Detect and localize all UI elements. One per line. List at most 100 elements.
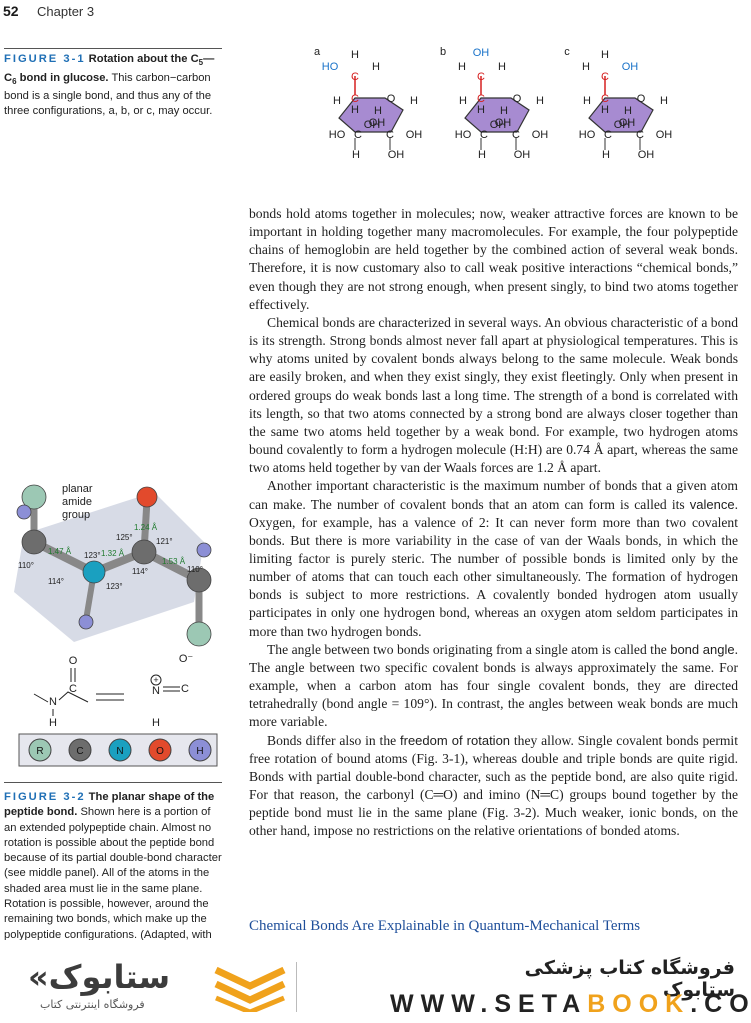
ring-atom-7: OH	[656, 129, 673, 141]
panel-letter: c	[564, 46, 570, 58]
setabook-logo-subtitle: فروشگاه اینترنتی کتاب	[40, 998, 145, 1011]
ring-atom-6: C	[636, 129, 644, 141]
c6-substituent-0: H	[582, 61, 590, 73]
r-group-atom	[186, 621, 212, 647]
bond-angle-label: 114°	[132, 567, 148, 576]
legend-atom-R	[28, 738, 52, 762]
ring-atom-11: H	[624, 105, 632, 117]
pyranose-ring	[338, 97, 404, 133]
figure-3-2-title: The planar shape of the peptide bond.	[4, 791, 215, 819]
hydrogen-atom	[196, 542, 212, 558]
ring-atom-5: C	[354, 129, 362, 141]
figure-3-2-caption: FIGURE 3-2 The planar shape of the pepti…	[4, 790, 222, 943]
planar-amide-group-label: group	[62, 509, 90, 521]
ring-atom-9: OH	[369, 117, 386, 129]
ring-atom-3: H	[660, 95, 668, 107]
nitrogen-atom	[82, 560, 106, 584]
legend-label-R: R	[36, 746, 43, 757]
setabook-chevron-icon	[214, 966, 286, 1012]
panel-letter: b	[440, 46, 446, 58]
ring-atom-6: C	[386, 129, 394, 141]
c6-substituent-2: H	[372, 61, 380, 73]
footer-divider	[296, 962, 297, 1012]
setabook-logo-text: «ستابوک	[28, 958, 171, 996]
bond-length-label: 1.47 Å	[48, 547, 72, 556]
c5-atom: C	[351, 93, 359, 105]
ring-oxygen: O	[387, 93, 396, 105]
bond-angle-label: 125°	[116, 533, 133, 542]
bond-length-label: 1.53 Å	[162, 557, 186, 566]
ring-atom-5: C	[604, 129, 612, 141]
ring-atom-7: OH	[532, 129, 549, 141]
figure-3-1-rule	[4, 48, 222, 49]
c6-substituent-2: H	[498, 61, 506, 73]
chapter-title: Chapter 3	[37, 4, 95, 19]
ring-atom-3: H	[410, 95, 418, 107]
planar-amide-group-label: amide	[62, 496, 92, 508]
ring-oxygen: O	[513, 93, 522, 105]
resonance-hydrogen: H	[49, 717, 57, 729]
ring-atom-0: H	[459, 95, 467, 107]
figure-3-2-label: FIGURE 3-2	[4, 791, 86, 803]
paragraph-4: The angle between two bonds originating …	[249, 641, 738, 730]
ring-atom-8: H	[352, 149, 360, 161]
bond-angle-label: 121°	[156, 537, 173, 546]
section-heading: Chemical Bonds Are Explainable in Quantu…	[249, 918, 641, 934]
figure-3-1-label: FIGURE 3-1	[4, 53, 86, 65]
ring-atom-3: H	[536, 95, 544, 107]
c6-substituent-1: H	[601, 49, 609, 61]
ring-atom-11: H	[374, 105, 382, 117]
c6-substituent-0: HO	[322, 61, 339, 73]
resonance-hydrogen: H	[152, 717, 160, 729]
resonance-carbon: C	[69, 683, 77, 695]
pyranose-ring	[588, 97, 654, 133]
bond	[33, 693, 49, 703]
ring-atom-11: H	[500, 105, 508, 117]
bond-angle-label: 114°	[48, 577, 64, 586]
c6-substituent-1: OH	[473, 47, 490, 59]
bond-angle-label: 123°	[106, 582, 123, 591]
figure-3-2-text: Shown here is a portion of an extended p…	[4, 806, 222, 941]
resonance-carbon: C	[181, 683, 189, 695]
resonance-nitrogen: N	[49, 696, 57, 708]
page-number: 52	[3, 3, 19, 19]
paragraph-2: Chemical bonds are characterized in seve…	[249, 314, 738, 476]
bond-length-label: 1.32 Å	[101, 549, 125, 558]
legend-atom-C	[68, 738, 92, 762]
ring-atom-7: OH	[406, 129, 423, 141]
ring-atom-2: OH	[364, 119, 381, 131]
resonance-oxygen: O	[69, 655, 78, 667]
bond-angle-label: 110°	[187, 565, 203, 574]
store-url: WWW.SETABOOK.COM	[390, 990, 751, 1018]
figure-3-1-text: This carbon−carbon bond is a single bond…	[4, 71, 213, 118]
resonance-oxide: O⁻	[179, 653, 194, 665]
legend-label-C: C	[76, 746, 83, 757]
c6-substituent-2: OH	[622, 61, 639, 73]
ring-atom-0: H	[333, 95, 341, 107]
alpha-carbon-atom	[186, 567, 212, 593]
bond-angle-label: 110°	[18, 561, 34, 570]
figure-3-1-caption: FIGURE 3-1 Rotation about the C5—C6 bond…	[4, 52, 222, 120]
body-text: bonds hold atoms together in molecules; …	[249, 205, 738, 840]
ring-atom-10: OH	[638, 149, 655, 161]
bond-angle-label: 123°	[84, 551, 101, 560]
bond	[58, 691, 89, 703]
alpha-carbon-atom	[21, 529, 47, 555]
page-header: 52 Chapter 3	[0, 0, 751, 22]
legend-label-N: N	[116, 746, 123, 757]
term-freedom-of-rotation: freedom of rotation	[400, 732, 511, 748]
term-valence: valence	[689, 496, 735, 512]
legend-atom-O	[148, 738, 172, 762]
ring-atom-1: H	[351, 104, 359, 116]
hydrogen-atom	[16, 504, 32, 520]
plus-charge	[150, 674, 162, 686]
bond-length-label: 1.24 Å	[134, 523, 158, 532]
c6-substituent-1: H	[351, 49, 359, 61]
ring-atom-1: H	[601, 104, 609, 116]
ring-atom-5: C	[480, 129, 488, 141]
ring-atom-8: H	[478, 149, 486, 161]
ring-atom-4: HO	[455, 129, 472, 141]
